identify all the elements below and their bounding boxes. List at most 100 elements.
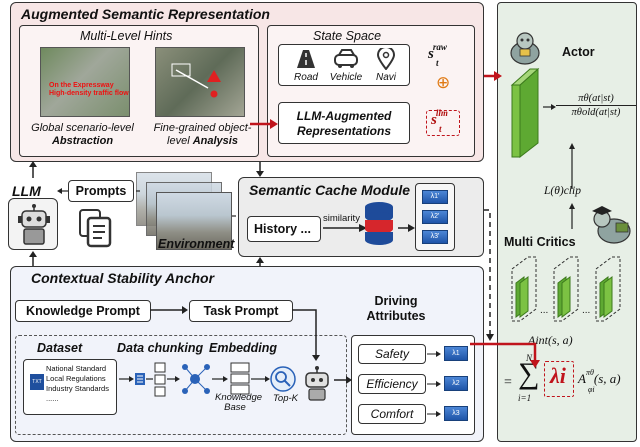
comfort-box: Comfort [358, 404, 426, 424]
similarity-label: similarity [323, 213, 360, 224]
actor-critic-panel: Actor πθ(at|st) πθold(at|st) L(θ)clip Mu… [497, 2, 637, 442]
network-icon [182, 364, 210, 394]
kb-line1: Knowledge [215, 392, 263, 403]
policy-ratio: πθ(at|st) πθold(at|st) [556, 93, 636, 118]
sum-equals: = [504, 375, 512, 390]
cache-arrow [398, 224, 415, 232]
warning-triangle [207, 70, 221, 82]
a-phi-args: (s, a) [593, 371, 621, 386]
fine-caption: Fine-grained object- level Analysis [140, 122, 265, 148]
search-icon [270, 366, 296, 392]
rag-robot-icon [305, 366, 329, 401]
state-space-box: State Space Road Vehicle [267, 25, 475, 157]
detection-overlay [171, 63, 221, 98]
driving-attr-line2: Attributes [366, 309, 426, 323]
dashed-arrow-cache-critics [484, 209, 491, 336]
prompts-label: Prompts [75, 184, 127, 198]
attr-arrows [427, 351, 441, 417]
fine-caption-line2: level [167, 135, 193, 147]
global-scenario-image: On the Expressway High-density traffic f… [40, 47, 130, 117]
s-raw-base: s [428, 46, 434, 62]
database-icon [365, 202, 393, 245]
critic-up-arrow [569, 203, 575, 229]
environment-label: Environment [158, 237, 235, 251]
attr-lambda-3: λ3 [444, 406, 468, 421]
state-navi-label: Navi [375, 72, 396, 83]
a-phi-sub: φi [588, 385, 595, 394]
global-caption-line1: Global scenario-level [31, 122, 134, 134]
chunk-blocks-icon [135, 373, 145, 385]
turtle-graduate-icon [592, 206, 631, 244]
attr-lambda-1: λ1 [444, 346, 468, 361]
fine-caption-line1: Fine-grained object- [153, 122, 252, 134]
driving-attributes-label: Driving Attributes [351, 294, 441, 324]
detection-box [171, 63, 191, 77]
state-road-label: Road [294, 72, 318, 83]
ratio-denominator: πθold(at|st) [571, 107, 621, 118]
driving-attributes-box: Safety Efficiency Comfort λ1 λ2 λ3 [351, 335, 475, 435]
llm-aug-text: LLM-Augmented Representations [279, 109, 409, 139]
a-int-label: Aint(s, a) [528, 333, 573, 347]
ratio-numerator: πθ(at|st) [556, 93, 636, 106]
contextual-stability-panel: Contextual Stability Anchor Knowledge Pr… [10, 266, 484, 442]
history-label: History ... [254, 222, 311, 236]
critic-dots-2: ... [582, 305, 591, 316]
comfort-label: Comfort [370, 407, 414, 421]
semantic-cache-panel: Semantic Cache Module History ... simila… [238, 177, 484, 257]
s-llm-sup: llm [435, 108, 448, 118]
a-phi-sup: πθ [585, 368, 594, 377]
task-prompt-box: Task Prompt [189, 300, 293, 322]
turtle-robot-icon [510, 32, 540, 65]
cache-lambda-box: λ1' λ2' λ3' [415, 183, 455, 251]
target-dot [210, 90, 218, 98]
arrowhead-anchor-cache [256, 257, 264, 263]
anchor-title: Contextual Stability Anchor [31, 270, 215, 286]
env-image-front [156, 192, 232, 250]
cache-lambda-1: λ1' [422, 190, 448, 204]
dataset-box: TXT National Standard Local Regulations … [23, 359, 117, 415]
augmented-semantic-panel: Augmented Semantic Representation Multi-… [10, 2, 484, 162]
dataset-item-2: Local Regulations [46, 374, 106, 383]
plus-symbol: ⊕ [436, 73, 451, 92]
state-items-box: Road Vehicle Navi [278, 44, 410, 86]
arrowhead-prompts-llm [57, 188, 62, 194]
dataset-item-4: ...... [46, 394, 59, 403]
llm-aug-line2: Representations [296, 124, 392, 138]
critic-networks [511, 256, 621, 322]
s-llm-sub: t [439, 124, 442, 134]
cache-title: Semantic Cache Module [249, 182, 411, 198]
loss-clip-label: L(θ)clip [544, 185, 581, 197]
topk-label: Top-K [273, 393, 298, 404]
a-phi-base: A [578, 371, 586, 386]
state-space-title: State Space [313, 29, 382, 43]
txt-file-icon: TXT [30, 374, 44, 390]
s-raw-sup: raw [432, 42, 447, 52]
vehicle-icon [334, 49, 358, 68]
history-box: History ... [247, 216, 321, 242]
sum-bottom: i=1 [518, 393, 532, 403]
dataset-item-3: Industry Standards [46, 384, 109, 393]
state-vehicle-label: Vehicle [329, 72, 363, 83]
safety-box: Safety [358, 344, 426, 364]
attr-lambda-2: λ2 [444, 376, 468, 391]
knowledge-base-icon [230, 362, 250, 395]
llm-augmented-box: LLM-Augmented Representations [278, 102, 410, 144]
chunk-pages-icon [154, 362, 166, 397]
hints-title: Multi-Level Hints [80, 29, 173, 43]
chunking-label: Data chunking [117, 341, 204, 355]
efficiency-label: Efficiency [366, 377, 418, 391]
knowledge-prompt-label: Knowledge Prompt [26, 304, 140, 318]
pipeline-icons [119, 362, 296, 397]
trajectory-line [175, 69, 209, 89]
robot-icon [18, 204, 50, 245]
global-caption-line2: Abstraction [51, 135, 114, 147]
state-icons [297, 48, 396, 70]
aug-panel-title: Augmented Semantic Representation [21, 6, 270, 22]
prompts-box: Prompts [68, 180, 134, 202]
efficiency-box: Efficiency [358, 374, 426, 394]
safety-label: Safety [374, 347, 410, 361]
critic-network-1 [511, 256, 537, 322]
